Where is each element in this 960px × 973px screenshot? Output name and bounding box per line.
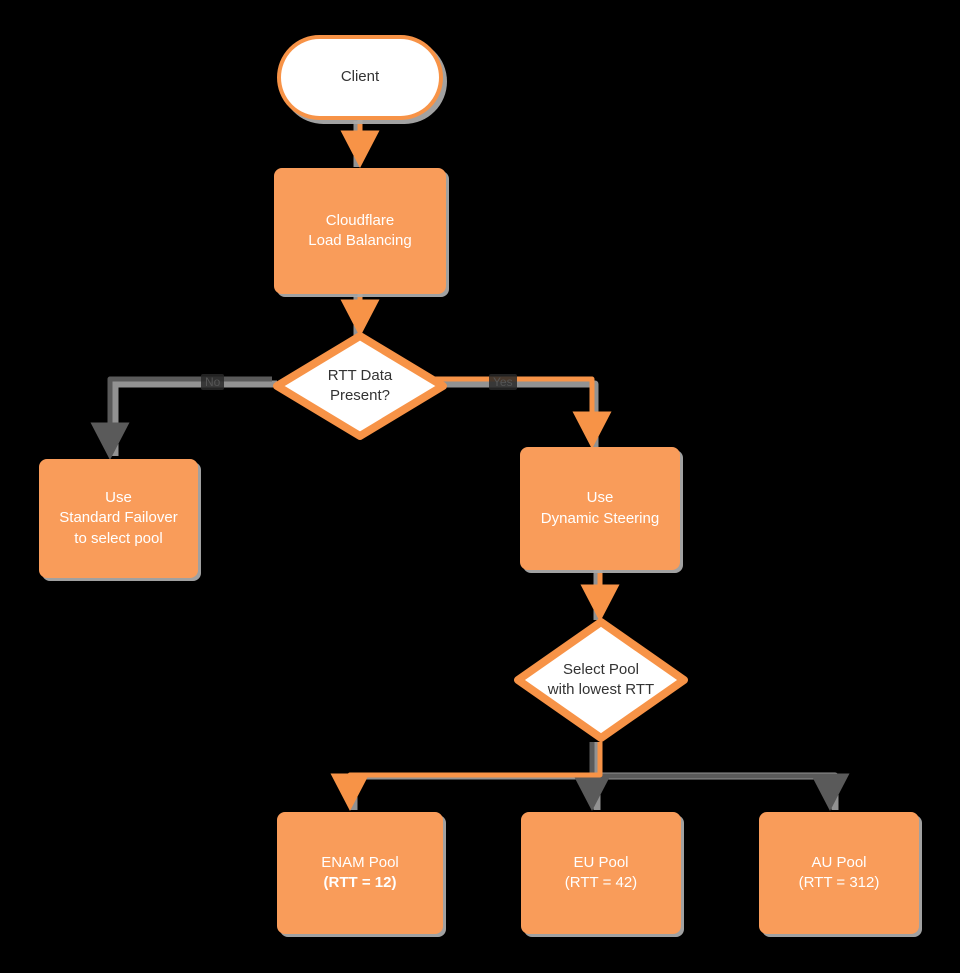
edge-select-enam (330, 742, 603, 811)
edge-shadow-select-au (597, 772, 839, 810)
node-standard-failover-label: Use Standard Failover to select pool (59, 489, 178, 547)
node-eu-pool-rtt: (RTT = 42) (564, 874, 638, 891)
diamond-shape-select-pool (514, 618, 688, 742)
node-load-balancing-label: Cloudflare Load Balancing (308, 211, 412, 249)
node-enam-pool-text: ENAM Pool (RTT = 12) (321, 853, 399, 894)
node-standard-failover[interactable]: Use Standard Failover to select pool (39, 459, 198, 578)
edge-rtt-failover (90, 376, 272, 460)
edge-shadow-rtt-failover (111, 380, 277, 456)
node-rtt-data-present[interactable]: RTT Data Present? (272, 331, 448, 441)
node-au-pool-rtt: (RTT = 312) (798, 874, 880, 891)
node-client-label: Client (340, 68, 380, 86)
node-eu-pool[interactable]: EU Pool (RTT = 42) (521, 812, 681, 934)
edge-select-au (592, 773, 850, 811)
node-load-balancing[interactable]: Cloudflare Load Balancing (274, 168, 446, 294)
node-au-pool[interactable]: AU Pool (RTT = 312) (759, 812, 919, 934)
edge-label-no: No (201, 374, 225, 391)
node-eu-pool-label: EU Pool (573, 853, 629, 871)
node-dynamic-steering[interactable]: Use Dynamic Steering (520, 447, 680, 570)
node-client[interactable]: Client (277, 35, 443, 120)
edge-rtt-dynamic (432, 376, 612, 449)
node-au-pool-label: AU Pool (811, 853, 867, 871)
node-enam-pool-label: ENAM Pool (321, 853, 399, 871)
node-dynamic-steering-label: Use Dynamic Steering (540, 489, 660, 527)
node-eu-pool-text: EU Pool (RTT = 42) (565, 853, 637, 894)
edge-shadow-rtt-dynamic (437, 380, 599, 448)
node-au-pool-text: AU Pool (RTT = 312) (799, 853, 880, 894)
node-select-pool[interactable]: Select Pool with lowest RTT (513, 617, 689, 743)
diamond-shape-rtt (273, 332, 447, 440)
edge-label-yes: Yes (489, 374, 517, 391)
node-enam-pool-rtt: (RTT = 12) (323, 874, 397, 891)
node-enam-pool[interactable]: ENAM Pool (RTT = 12) (277, 812, 443, 934)
